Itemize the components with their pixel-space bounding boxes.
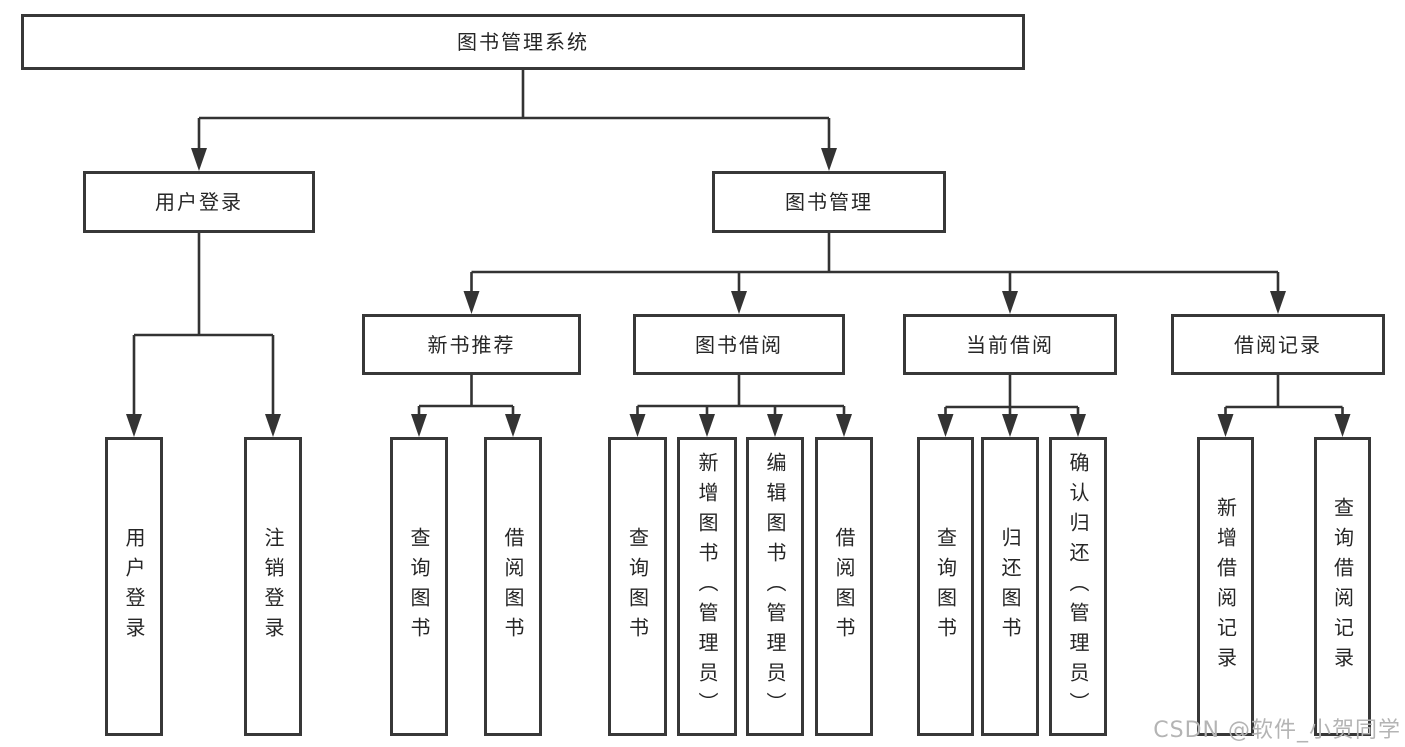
- node-leaf-br-add-record: 新增借阅记录: [1197, 437, 1254, 736]
- edge-currentborrow-rail: [944, 375, 1080, 417]
- node-leaf-bb-query-book: 查询图书: [608, 437, 667, 736]
- edge-bookborrow-rail: [636, 375, 846, 417]
- arrow-down-icon: [767, 414, 783, 437]
- node-user-login-label: 用户登录: [155, 190, 243, 214]
- node-user-login: 用户登录: [83, 171, 315, 233]
- node-leaf-user-login-label: 用户登录: [122, 526, 146, 647]
- arrow-down-icon: [821, 148, 837, 171]
- arrow-down-icon: [1002, 291, 1018, 314]
- node-leaf-cb-return-book: 归还图书: [981, 437, 1039, 736]
- edge-root-rail: [197, 70, 831, 151]
- edge-userlogin-rail: [132, 233, 275, 417]
- arrow-down-icon: [836, 414, 852, 437]
- node-leaf-user-login: 用户登录: [105, 437, 163, 736]
- arrow-down-icon: [1002, 414, 1018, 437]
- node-root: 图书管理系统: [21, 14, 1025, 70]
- node-leaf-cb-confirm-return: 确认归还（管理员）: [1049, 437, 1107, 736]
- watermark: CSDN @软件_小贺同学: [1153, 718, 1401, 743]
- edge-bookmgmt-rail: [470, 233, 1280, 294]
- arrow-down-icon: [126, 414, 142, 437]
- arrow-down-icon: [411, 414, 427, 437]
- node-leaf-cb-return-book-label: 归还图书: [998, 526, 1022, 647]
- edge-borrowrecord-rail: [1224, 375, 1344, 417]
- arrow-down-icon: [629, 414, 646, 437]
- node-leaf-cb-query-book: 查询图书: [917, 437, 974, 736]
- node-leaf-br-query-record-label: 查询借阅记录: [1330, 496, 1355, 677]
- arrow-down-icon: [1217, 414, 1234, 437]
- arrow-down-icon: [265, 414, 281, 437]
- node-leaf-rec-borrow-book: 借阅图书: [484, 437, 542, 736]
- arrow-down-icon: [699, 414, 715, 437]
- node-leaf-br-add-record-label: 新增借阅记录: [1213, 496, 1238, 677]
- node-book-management-label: 图书管理: [785, 190, 873, 214]
- node-new-book-recommend-label: 新书推荐: [427, 332, 516, 357]
- node-book-borrow: 图书借阅: [633, 314, 845, 375]
- arrow-down-icon: [731, 291, 747, 314]
- node-leaf-logout: 注销登录: [244, 437, 302, 736]
- node-root-label: 图书管理系统: [457, 30, 589, 54]
- arrow-down-icon: [1070, 414, 1086, 437]
- node-leaf-br-query-record: 查询借阅记录: [1314, 437, 1371, 736]
- node-leaf-cb-confirm-return-label: 确认归还（管理员）: [1066, 451, 1090, 722]
- node-leaf-rec-query-book-label: 查询图书: [407, 526, 431, 647]
- node-leaf-bb-query-book-label: 查询图书: [625, 526, 650, 647]
- node-new-book-recommend: 新书推荐: [362, 314, 581, 375]
- node-leaf-bb-edit-book-label: 编辑图书（管理员）: [763, 451, 787, 722]
- node-leaf-rec-query-book: 查询图书: [390, 437, 448, 736]
- arrowheads: [126, 148, 1351, 437]
- edge-newbookrec-rail: [417, 375, 515, 417]
- arrow-down-icon: [1270, 291, 1286, 314]
- arrow-down-icon: [505, 414, 521, 437]
- node-leaf-bb-add-book-label: 新增图书（管理员）: [695, 451, 719, 722]
- arrow-down-icon: [463, 291, 480, 314]
- node-leaf-bb-edit-book: 编辑图书（管理员）: [746, 437, 804, 736]
- node-book-borrow-label: 图书借阅: [695, 332, 783, 357]
- node-leaf-logout-label: 注销登录: [261, 526, 285, 647]
- node-current-borrow: 当前借阅: [903, 314, 1117, 375]
- node-leaf-cb-query-book-label: 查询图书: [933, 526, 958, 647]
- node-leaf-bb-add-book: 新增图书（管理员）: [677, 437, 737, 736]
- node-borrow-record: 借阅记录: [1171, 314, 1385, 375]
- node-current-borrow-label: 当前借阅: [966, 332, 1054, 357]
- node-leaf-bb-borrow-book: 借阅图书: [815, 437, 873, 736]
- arrow-down-icon: [937, 414, 954, 437]
- node-borrow-record-label: 借阅记录: [1234, 332, 1322, 357]
- arrow-down-icon: [1334, 414, 1351, 437]
- node-leaf-rec-borrow-book-label: 借阅图书: [501, 526, 525, 647]
- node-book-management: 图书管理: [712, 171, 946, 233]
- arrow-down-icon: [191, 148, 207, 171]
- node-leaf-bb-borrow-book-label: 借阅图书: [832, 526, 856, 647]
